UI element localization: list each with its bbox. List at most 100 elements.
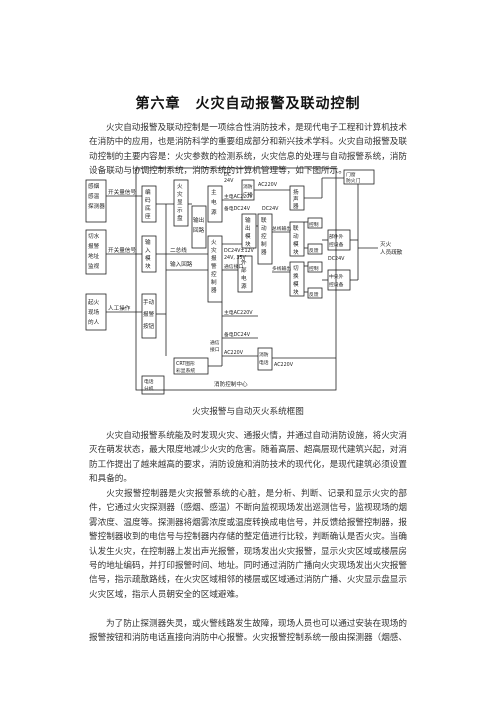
output-module-2: 模	[245, 232, 251, 240]
coding-base-1: 码	[145, 196, 151, 204]
interlock-2: 模	[293, 240, 299, 248]
dc24v: DC24V	[262, 206, 279, 212]
ext-power-0: 外	[241, 258, 247, 266]
controller-1: 灾	[211, 246, 217, 254]
fire-bcast-0: 消防	[243, 183, 253, 190]
output-module-3: 块	[245, 240, 251, 248]
controller-6: 器	[211, 287, 217, 294]
paragraph-intro: 火灾自动报警及联动控制是一项综合性消防技术，是现代电子工程和计算机技术在消防中的…	[89, 123, 407, 177]
relay-0: 切	[293, 265, 299, 272]
fire-phone-1: 电话	[259, 359, 269, 366]
input-module-3: 块	[145, 262, 151, 270]
paragraph-alarm-system: 火灾自动报警系统能及时发现火灾、通报火情，并通过自动消防设施，将火灾消灭在萌发状…	[89, 431, 407, 485]
output-loop-0: 输出	[193, 216, 204, 224]
output-loop-box	[191, 205, 207, 249]
water-monitor-box	[85, 229, 107, 275]
main-ac: 主电AC220V	[224, 193, 253, 200]
backup-dc: 备电DC24V	[224, 331, 251, 338]
control-2-box	[307, 261, 323, 273]
fire-display-1: 灾	[177, 190, 183, 198]
signal-2: 开关量信号	[108, 246, 136, 254]
relay-box	[289, 261, 305, 297]
linkage-1: 动	[261, 225, 267, 232]
fire-shutter-1: 防火门	[346, 177, 361, 184]
relay-1: 换	[293, 272, 299, 280]
controller-spec-1: 24V, 35V	[224, 255, 247, 261]
input-2-line-3: 监视	[88, 262, 100, 270]
linkage-3: 制	[261, 240, 267, 248]
comm-port: 通信接口	[224, 263, 243, 270]
phone-ext-box	[141, 375, 165, 395]
input-module-0: 输	[145, 238, 151, 246]
linkage-0: 联	[261, 216, 267, 224]
output-module-1: 出	[245, 224, 251, 232]
controller-spec-0: DC24V±12V	[224, 248, 255, 254]
ext-power-2: 电	[241, 274, 247, 282]
main-ac-2: 主电AC220V	[224, 309, 253, 316]
ext-power-1: 部	[241, 266, 247, 274]
coding-base-0: 编	[145, 188, 151, 196]
signal-manual: 人工操作	[108, 304, 131, 312]
controller-5: 制	[211, 278, 217, 286]
manual-alarm-1: 报警	[143, 310, 155, 318]
input-3-line-1: 现场	[88, 308, 100, 316]
speaker-2: 器	[293, 203, 299, 210]
fire-phone-0: 消防	[259, 351, 269, 358]
feedback-2: 反馈	[309, 291, 319, 298]
output-0: 灭火	[380, 241, 392, 248]
phone-ext-0: 电话	[144, 378, 154, 385]
input-1-line-0: 感烟	[88, 182, 100, 190]
output-module-box	[241, 213, 257, 249]
control-center-frame	[135, 167, 337, 391]
input-2-line-2: 地址	[88, 252, 100, 260]
signal-1: 开关量信号	[108, 188, 136, 196]
linkage-4: 器	[261, 249, 267, 256]
feedback-2-box	[307, 287, 323, 299]
control-1: 控制	[309, 221, 319, 228]
speaker-1: 声	[293, 195, 299, 203]
ext-power-3: 源	[241, 282, 247, 290]
fire-alarm-block-diagram: 感烟 感温 探测器 切水 报警 地址 监视 起火 现场 的人 开关量信号 开关量…	[85, 167, 403, 395]
fire-display-0: 火	[177, 183, 183, 190]
controller-4: 控	[211, 270, 217, 278]
dc-24v-0: DC	[224, 172, 232, 178]
input-module-1: 入	[145, 248, 151, 254]
fire-display-box	[173, 179, 189, 227]
output-loop-1: 回路	[193, 226, 205, 234]
manual-alarm-2: 按钮	[143, 322, 155, 330]
interlock-0: 联	[293, 224, 299, 232]
multi-out: 多线输出	[272, 265, 291, 272]
controller-0: 火	[211, 239, 217, 246]
interlock-3: 块	[293, 248, 299, 256]
output-module-0: 输	[245, 216, 251, 224]
bus-label: 二总线	[170, 246, 187, 254]
input-2-line-1: 报警	[88, 242, 100, 250]
fire-phone-box	[257, 347, 273, 371]
chapter-title: 第六章 火灾自动报警及联动控制	[135, 96, 361, 112]
main-power-2: 源	[211, 208, 217, 216]
interlock-box	[289, 221, 305, 257]
controller-3: 警	[211, 262, 217, 270]
comm-port2-0: 通信	[210, 339, 220, 346]
ac220v-b: AC220V	[274, 362, 294, 368]
mid-ext-0: 部件外	[329, 233, 344, 240]
input-3-line-2: 的人	[88, 318, 100, 326]
relay-3: 块	[293, 288, 299, 296]
ext-power-box	[237, 255, 253, 293]
main-power-1: 电	[211, 198, 217, 206]
linkage-controller-box	[257, 213, 273, 265]
dc-24v-1: 24V	[224, 178, 234, 184]
output-1: 人员疏散	[380, 248, 403, 256]
input-1-line-2: 探测器	[88, 202, 105, 210]
input-2-line-0: 切水	[88, 232, 100, 240]
fire-display-4: 盘	[177, 214, 183, 222]
linkage-2: 控	[261, 232, 267, 240]
speaker-0: 扬	[293, 188, 299, 196]
phone-ext-1: 分机	[144, 385, 154, 392]
controller-box	[207, 235, 223, 303]
main-power-box	[207, 185, 223, 223]
coding-base-2: 底	[145, 204, 151, 212]
relay-2: 模	[293, 280, 299, 288]
fire-bcast-1: 广播	[243, 191, 253, 198]
control-center-label: 消防控制中心	[214, 380, 248, 388]
